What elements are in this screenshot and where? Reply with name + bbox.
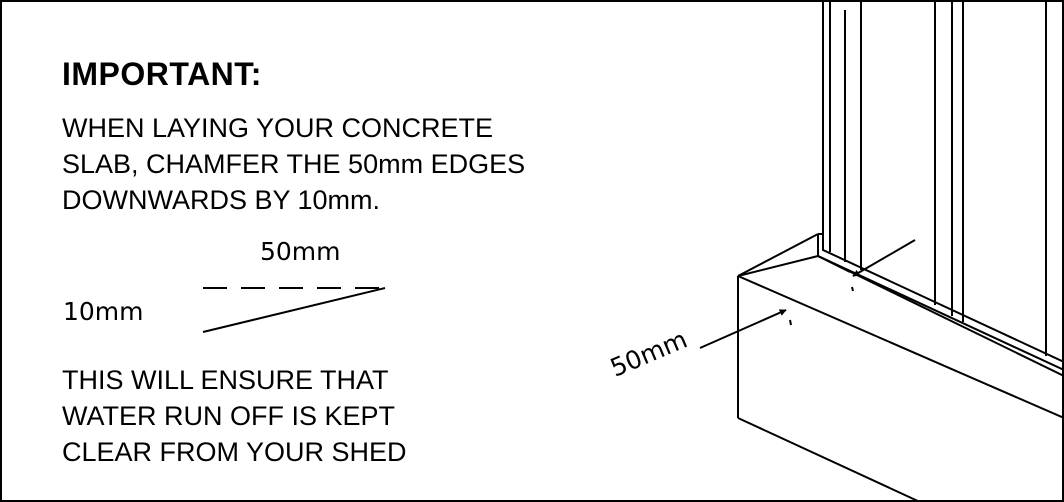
instruction-line-1: WHEN LAYING YOUR CONCRETE — [62, 113, 494, 143]
important-heading: IMPORTANT: — [62, 56, 262, 92]
result-line-2: WATER RUN OFF IS KEPT — [62, 401, 396, 431]
chamfer-drop-label: 10mm — [63, 297, 144, 326]
shed-wall — [822, 0, 1047, 356]
instruction-text: WHEN LAYING YOUR CONCRETE SLAB, CHAMFER … — [62, 110, 525, 218]
chamfer-detail — [202, 287, 386, 333]
instruction-line-2: SLAB, CHAMFER THE 50mm EDGES — [62, 149, 526, 179]
result-line-1: THIS WILL ENSURE THAT — [62, 365, 389, 395]
concrete-slab — [737, 233, 1064, 502]
slab-edge-arrow — [699, 309, 787, 349]
instruction-line-3: DOWNWARDS BY 10mm. — [62, 185, 381, 215]
wall-edge-arrow — [852, 239, 916, 277]
result-line-3: CLEAR FROM YOUR SHED — [62, 437, 407, 467]
chamfer-width-label: 50mm — [260, 237, 341, 266]
chamfer-slope-line — [202, 287, 386, 333]
result-text: THIS WILL ENSURE THAT WATER RUN OFF IS K… — [62, 362, 407, 470]
